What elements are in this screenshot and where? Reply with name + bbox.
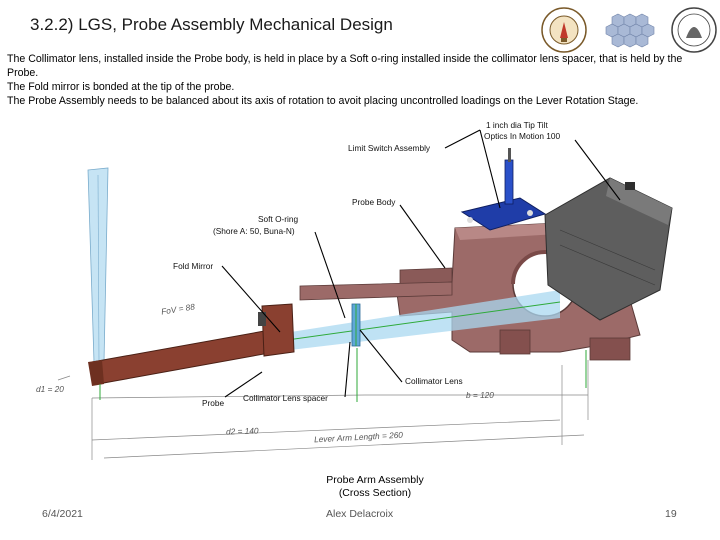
tip-tilt-stage-part <box>544 177 673 321</box>
label-tip-tilt-line2: Optics In Motion 100 <box>484 131 561 141</box>
label-soft-oring-line1: Soft O-ring <box>258 214 299 224</box>
slide-title: 3.2.2) LGS, Probe Assembly Mechanical De… <box>30 15 393 34</box>
label-tip-tilt-line1: 1 inch dia Tip Tilt <box>486 120 548 130</box>
intro-paragraph: The Collimator lens, installed inside th… <box>7 53 683 79</box>
collimator-lens-part <box>351 303 361 347</box>
university-seal-logo <box>671 7 717 53</box>
label-soft-oring-line2: (Shore A: 50, Buna-N) <box>213 226 295 236</box>
probe-assembly-drawing <box>57 129 673 460</box>
caption-line1: Probe Arm Assembly <box>326 474 424 486</box>
reference-lines <box>99 348 587 402</box>
probe-part <box>88 303 295 386</box>
dimension-d1: d1 = 20 <box>36 384 64 394</box>
label-probe-body: Probe Body <box>352 197 396 207</box>
intro-paragraph: The Fold mirror is bonded at the tip of … <box>7 81 235 93</box>
dimension-d2: d2 = 140 <box>225 425 259 437</box>
footer-author: Alex Delacroix <box>326 508 394 520</box>
hexagon-mirror-logo <box>605 13 655 48</box>
dimension-b: b = 120 <box>466 390 494 400</box>
intro-paragraph: The Probe Assembly needs to be balanced … <box>7 95 639 107</box>
label-collimator-lens: Collimator Lens <box>405 376 463 386</box>
label-limit-switch: Limit Switch Assembly <box>348 143 431 153</box>
limit-switch-part <box>460 148 547 231</box>
caption-line2: (Cross Section) <box>338 487 412 499</box>
arcetri-logo <box>541 7 587 53</box>
label-probe: Probe <box>202 398 225 408</box>
institution-logos <box>541 7 717 53</box>
intro-text: The Collimator lens, installed inside th… <box>7 52 707 108</box>
figure-caption: Probe Arm Assembly (Cross Section) <box>300 474 450 500</box>
label-collimator-lens-spacer: Collimator Lens spacer <box>243 393 328 403</box>
callout-lines <box>221 129 621 398</box>
label-fold-mirror: Fold Mirror <box>173 261 214 271</box>
dimension-lines <box>57 360 589 460</box>
footer-page-number: 19 <box>665 508 677 520</box>
footer-date: 6/4/2021 <box>42 508 83 520</box>
